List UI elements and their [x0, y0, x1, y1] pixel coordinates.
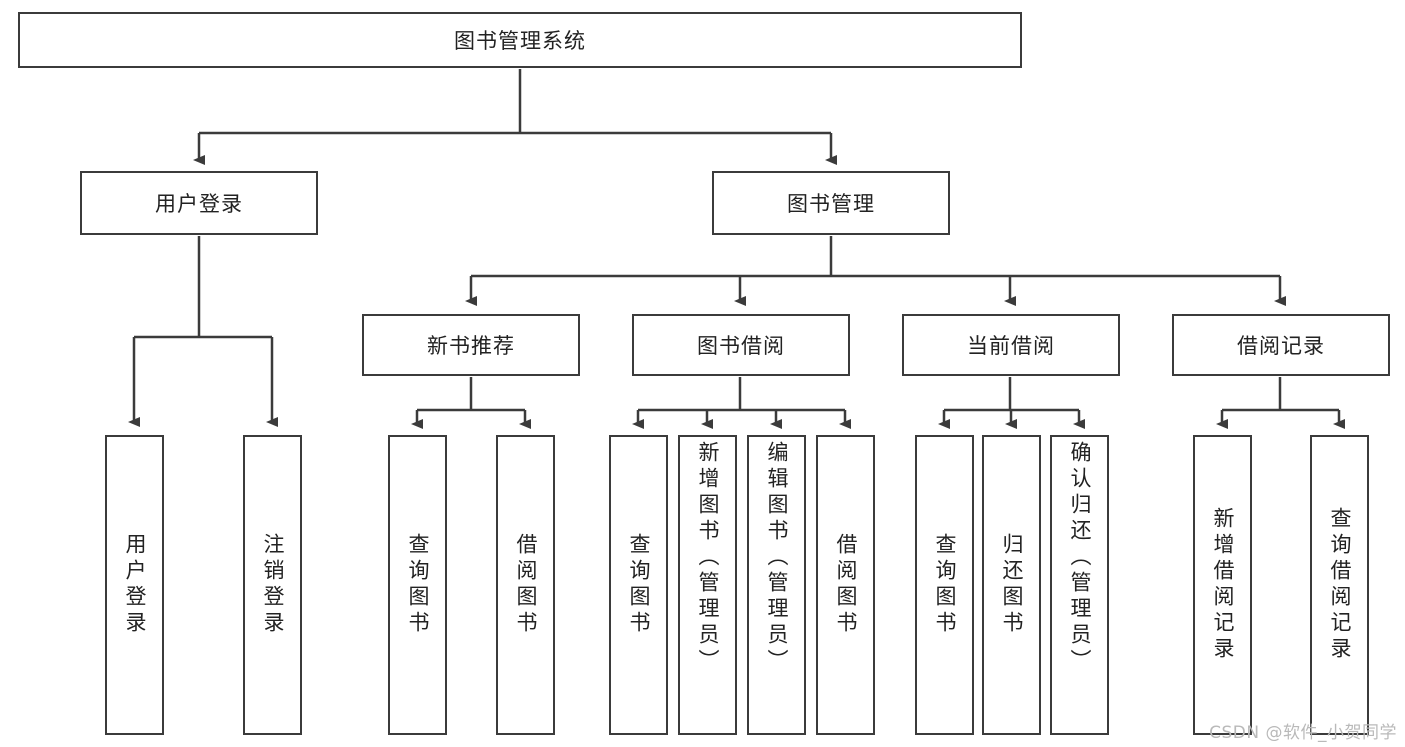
node-current-borrow[interactable]: 当前借阅 — [902, 314, 1120, 376]
node-label: 编辑图书（管理员） — [765, 441, 789, 675]
leaf-user-login-login[interactable]: 用户登录 — [105, 435, 164, 735]
node-label: 当前借阅 — [967, 334, 1055, 358]
node-new-book-recommend[interactable]: 新书推荐 — [362, 314, 580, 376]
node-label: 新增图书（管理员） — [696, 441, 720, 675]
node-label: 查询借阅记录 — [1328, 507, 1352, 663]
node-label: 图书借阅 — [697, 334, 785, 358]
node-label: 查询图书 — [406, 533, 430, 637]
node-label: 新书推荐 — [427, 334, 515, 358]
leaf-current-confirm-return-admin[interactable]: 确认归还（管理员） — [1050, 435, 1109, 735]
leaf-borrow-add-book-admin[interactable]: 新增图书（管理员） — [678, 435, 737, 735]
leaf-current-return-book[interactable]: 归还图书 — [982, 435, 1041, 735]
node-label: 查询图书 — [933, 533, 957, 637]
node-label: 归还图书 — [1000, 533, 1024, 637]
node-label: 注销登录 — [261, 533, 285, 637]
node-label: 图书管理 — [787, 192, 875, 216]
node-borrow-record[interactable]: 借阅记录 — [1172, 314, 1390, 376]
leaf-record-query-record[interactable]: 查询借阅记录 — [1310, 435, 1369, 735]
node-label: 新增借阅记录 — [1211, 507, 1235, 663]
leaf-user-login-logout[interactable]: 注销登录 — [243, 435, 302, 735]
node-label: 图书管理系统 — [454, 29, 586, 53]
node-book-borrow[interactable]: 图书借阅 — [632, 314, 850, 376]
leaf-record-add-record[interactable]: 新增借阅记录 — [1193, 435, 1252, 735]
leaf-recommend-query-book[interactable]: 查询图书 — [388, 435, 447, 735]
node-root-system[interactable]: 图书管理系统 — [18, 12, 1022, 68]
node-label: 借阅图书 — [834, 533, 858, 637]
leaf-borrow-query-book[interactable]: 查询图书 — [609, 435, 668, 735]
leaf-borrow-borrow-book[interactable]: 借阅图书 — [816, 435, 875, 735]
node-label: 用户登录 — [123, 533, 147, 637]
leaf-recommend-borrow-book[interactable]: 借阅图书 — [496, 435, 555, 735]
node-label: 借阅记录 — [1237, 334, 1325, 358]
leaf-current-query-book[interactable]: 查询图书 — [915, 435, 974, 735]
node-label: 借阅图书 — [514, 533, 538, 637]
csdn-watermark: CSDN @软件_小贺同学 — [1209, 723, 1397, 743]
leaf-borrow-edit-book-admin[interactable]: 编辑图书（管理员） — [747, 435, 806, 735]
node-label: 查询图书 — [627, 533, 651, 637]
node-label: 确认归还（管理员） — [1068, 441, 1092, 675]
node-user-login[interactable]: 用户登录 — [80, 171, 318, 235]
node-book-management[interactable]: 图书管理 — [712, 171, 950, 235]
node-label: 用户登录 — [155, 192, 243, 216]
